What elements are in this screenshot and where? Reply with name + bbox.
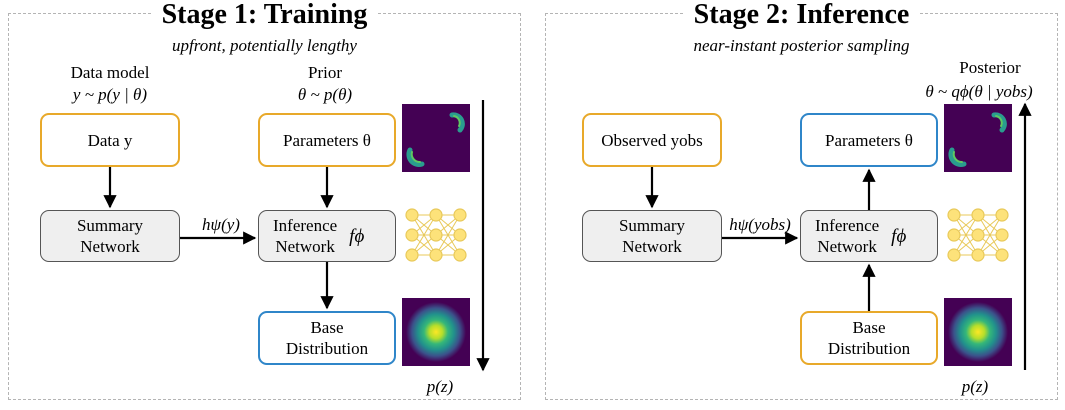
inference-symbol: fϕ [349, 225, 365, 247]
data-model-label: Data model [70, 63, 150, 82]
data-y-box: Data y [40, 113, 180, 167]
parameters-theta-box: Parameters θ [258, 113, 396, 167]
stage2-panel: Stage 2: Inference near-instant posterio… [545, 0, 1058, 400]
gaussian-heatmap-icon [944, 298, 1012, 366]
pz-label-2: p(z) [961, 377, 989, 396]
stage1-subtitle: upfront, potentially lengthy [172, 36, 357, 55]
crescent-heatmap-icon [402, 104, 470, 172]
observed-yobs-box: Observed yobs [582, 113, 722, 167]
prior-label: Prior [308, 63, 342, 82]
pz-label: p(z) [426, 377, 454, 396]
prior-formula: θ ~ p(θ) [297, 85, 353, 104]
posterior-formula: θ ~ qϕ(θ | yobs) [925, 82, 1033, 101]
neural-network-icon [405, 208, 467, 262]
data-model-formula: y ~ p(y | θ) [72, 85, 148, 104]
parameters-theta-posterior-box: Parameters θ [800, 113, 938, 167]
crescent-heatmap-icon [944, 104, 1012, 172]
summary-output-label-2: hψ(yobs) [729, 215, 791, 234]
gaussian-heatmap-icon [402, 298, 470, 366]
stage1-title: Stage 1: Training [151, 0, 378, 30]
posterior-label: Posterior [959, 58, 1021, 77]
summary-output-label: hψ(y) [202, 215, 240, 234]
stage2-subtitle: near-instant posterior sampling [693, 36, 910, 55]
inference-symbol-2: fϕ [891, 225, 907, 247]
neural-network-icon [947, 208, 1009, 262]
stage2-title: Stage 2: Inference [683, 0, 920, 30]
stage1-panel: Stage 1: Training upfront, potentially l… [8, 0, 521, 400]
